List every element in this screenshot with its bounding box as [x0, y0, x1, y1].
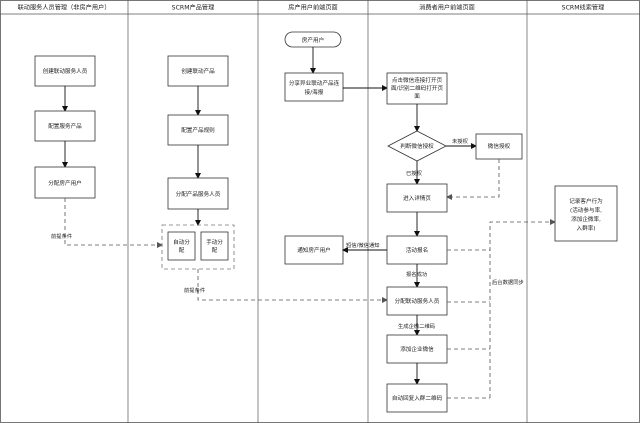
- node-share-link: 分享异业联动产品连 接/海报: [284, 72, 344, 102]
- svg-text:分配房产用户: 分配房产用户: [48, 179, 82, 187]
- svg-text:分配产品服务人员: 分配产品服务人员: [176, 190, 221, 198]
- svg-text:手动分: 手动分: [206, 238, 223, 246]
- svg-text:自动分: 自动分: [173, 238, 190, 246]
- edge-auth-to-detail: [446, 159, 500, 200]
- label-authorized: 已授权: [406, 169, 423, 177]
- svg-text:创建联动产品: 创建联动产品: [181, 67, 215, 75]
- edge-precondition-1: [64, 198, 163, 248]
- node-open-page: 点击微信连接打开页 面/识别二维码打开页 面: [386, 72, 448, 105]
- svg-text:记录客户行为: 记录客户行为: [569, 197, 603, 205]
- svg-text:微信授权: 微信授权: [488, 142, 511, 150]
- lane-header-leads: SCRM线索管理: [562, 4, 605, 12]
- node-auto-reply-qr: 自动回复入群二维码: [386, 383, 448, 413]
- node-manual-assign: 手动分 配: [200, 231, 229, 261]
- node-property-user: 房产用户: [284, 31, 342, 48]
- lane-header-property-frontend: 房产用户前端页面: [288, 4, 338, 12]
- assign-mode-group: [161, 224, 235, 270]
- node-add-wecom: 添加企业微信: [386, 334, 448, 364]
- svg-text:接/海报: 接/海报: [305, 88, 324, 96]
- node-config-product-rule: 配置产品规则: [167, 114, 229, 146]
- node-create-product: 创建联动产品: [167, 55, 229, 87]
- lane-header-product: SCRM产品管理: [172, 4, 215, 12]
- node-wechat-auth: 微信授权: [475, 133, 523, 160]
- node-event-signup: 活动报名: [386, 235, 448, 265]
- node-assign-staff: 分配联动服务人员: [386, 286, 448, 316]
- edge-precondition-2: [197, 269, 388, 303]
- label-sms-wechat-notify: 短信/微信通知: [346, 241, 380, 249]
- backend-sync-lines: [447, 219, 556, 399]
- svg-text:配: 配: [179, 247, 185, 254]
- svg-text:分享异业联动产品连: 分享异业联动产品连: [289, 79, 340, 87]
- node-auto-assign: 自动分 配: [167, 231, 196, 261]
- label-precondition-1: 前提条件: [51, 232, 73, 240]
- node-enter-detail: 进入详情页: [386, 183, 448, 213]
- label-signup-success: 报名成功: [406, 270, 427, 278]
- svg-text:通知房产用户: 通知房产用户: [297, 246, 331, 254]
- svg-text:面/识别二维码打开页: 面/识别二维码打开页: [391, 84, 444, 92]
- svg-text:添加企业微信: 添加企业微信: [400, 345, 434, 353]
- svg-text:配: 配: [212, 247, 218, 254]
- node-create-staff: 创建联动服务人员: [34, 55, 96, 87]
- svg-text:(活动参与率,: (活动参与率,: [570, 206, 602, 214]
- node-config-service-product: 配置服务产品: [34, 110, 96, 142]
- node-judge-wechat-auth: 判断微信授权: [387, 130, 447, 162]
- svg-text:点击微信连接打开页: 点击微信连接打开页: [392, 76, 443, 84]
- label-unauthorized: 未授权: [452, 137, 469, 145]
- svg-text:活动报名: 活动报名: [406, 246, 428, 254]
- svg-text:房产用户: 房产用户: [302, 36, 324, 44]
- svg-text:分配联动服务人员: 分配联动服务人员: [395, 297, 440, 305]
- node-assign-property-user: 分配房产用户: [34, 166, 96, 199]
- svg-text:面: 面: [414, 93, 420, 100]
- svg-text:入群率): 入群率): [577, 224, 596, 232]
- svg-text:配置产品规则: 配置产品规则: [181, 126, 215, 134]
- svg-text:创建联动服务人员: 创建联动服务人员: [43, 67, 88, 75]
- svg-text:配置服务产品: 配置服务产品: [48, 122, 82, 130]
- svg-text:自动回复入群二维码: 自动回复入群二维码: [392, 394, 443, 402]
- node-assign-product-staff: 分配产品服务人员: [167, 177, 229, 210]
- node-record-behavior: 记录客户行为 (活动参与率, 添加企微率, 入群率): [554, 185, 618, 242]
- label-backend-sync: 后台数据同步: [492, 278, 524, 286]
- svg-text:添加企微率,: 添加企微率,: [571, 215, 601, 223]
- label-precondition-2: 前提条件: [184, 286, 206, 294]
- svg-text:判断微信授权: 判断微信授权: [400, 142, 434, 150]
- lane-header-staff: 联动服务人员管理（非房产用户）: [18, 4, 111, 12]
- label-generate-wecom-qr: 生成企微二维码: [398, 322, 435, 330]
- node-notify-property-user: 通知房产用户: [284, 235, 344, 265]
- svg-text:进入详情页: 进入详情页: [403, 194, 431, 202]
- lane-header-consumer-frontend: 消费者用户前端页面: [419, 4, 475, 12]
